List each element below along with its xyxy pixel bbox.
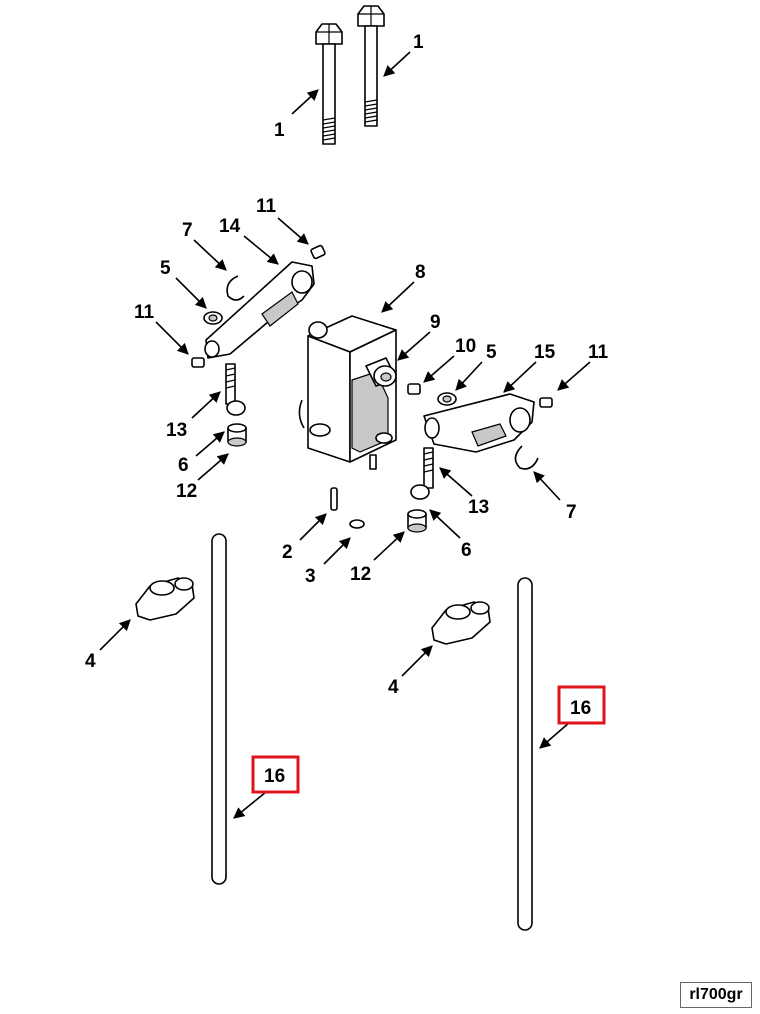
cap-right xyxy=(407,509,427,533)
callout-2: 2 xyxy=(282,542,293,563)
callout-1-lower: 1 xyxy=(274,120,285,141)
cap-left xyxy=(227,423,247,447)
pushrod-left xyxy=(211,533,227,885)
callout-8: 8 xyxy=(415,262,426,283)
rocker-arm-right xyxy=(423,393,535,453)
pushrod-right xyxy=(517,577,533,931)
callout-15: 15 xyxy=(534,342,556,363)
plug-11-top xyxy=(310,244,326,260)
callout-5-left: 5 xyxy=(160,258,171,279)
rocker-shaft xyxy=(308,321,397,387)
highlight-box-16-left xyxy=(251,755,300,794)
callout-5-right: 5 xyxy=(486,342,497,363)
callout-13-left: 13 xyxy=(166,420,187,441)
snap-ring-left xyxy=(226,275,245,301)
crosshead-left xyxy=(135,577,195,621)
retainer-right xyxy=(437,392,457,406)
callout-11-left: 11 xyxy=(134,302,155,323)
callout-6-right: 6 xyxy=(461,540,472,561)
washer xyxy=(349,519,365,529)
callout-11-top: 11 xyxy=(256,196,277,217)
callout-7-right: 7 xyxy=(566,502,577,523)
adjust-screw-right xyxy=(410,447,434,500)
callout-14: 14 xyxy=(219,216,241,237)
callout-12-right: 12 xyxy=(350,564,371,585)
callout-1-upper: 1 xyxy=(413,32,424,53)
callout-3: 3 xyxy=(305,566,316,587)
leader-lines xyxy=(99,51,591,819)
figure-reference-code: rl700gr xyxy=(680,982,752,1008)
callout-4-right: 4 xyxy=(388,677,399,698)
highlight-box-16-right xyxy=(557,685,606,725)
retainer-left xyxy=(203,311,223,325)
callout-6-left: 6 xyxy=(178,455,189,476)
callout-13-right: 13 xyxy=(468,497,489,518)
callout-16-left: 16 xyxy=(264,766,285,787)
rocker-pedestal xyxy=(298,315,397,470)
plug-11-left xyxy=(191,357,205,368)
snap-ring-right xyxy=(514,445,539,470)
callout-10: 10 xyxy=(455,336,476,357)
crosshead-right xyxy=(431,601,491,645)
callout-11-right: 11 xyxy=(588,342,609,363)
rocker-arm-left xyxy=(204,261,315,359)
callout-9: 9 xyxy=(430,312,441,333)
callout-12-left: 12 xyxy=(176,481,197,502)
adjust-screw-left xyxy=(225,363,246,416)
plug-11-right xyxy=(539,397,553,408)
callout-16-right: 16 xyxy=(570,698,591,719)
dowel-pin xyxy=(330,487,338,511)
bolt-left xyxy=(315,23,343,145)
callout-7-left: 7 xyxy=(182,220,193,241)
callout-4-left: 4 xyxy=(85,651,96,672)
plug-10 xyxy=(407,383,421,395)
bolt-right xyxy=(357,5,385,127)
